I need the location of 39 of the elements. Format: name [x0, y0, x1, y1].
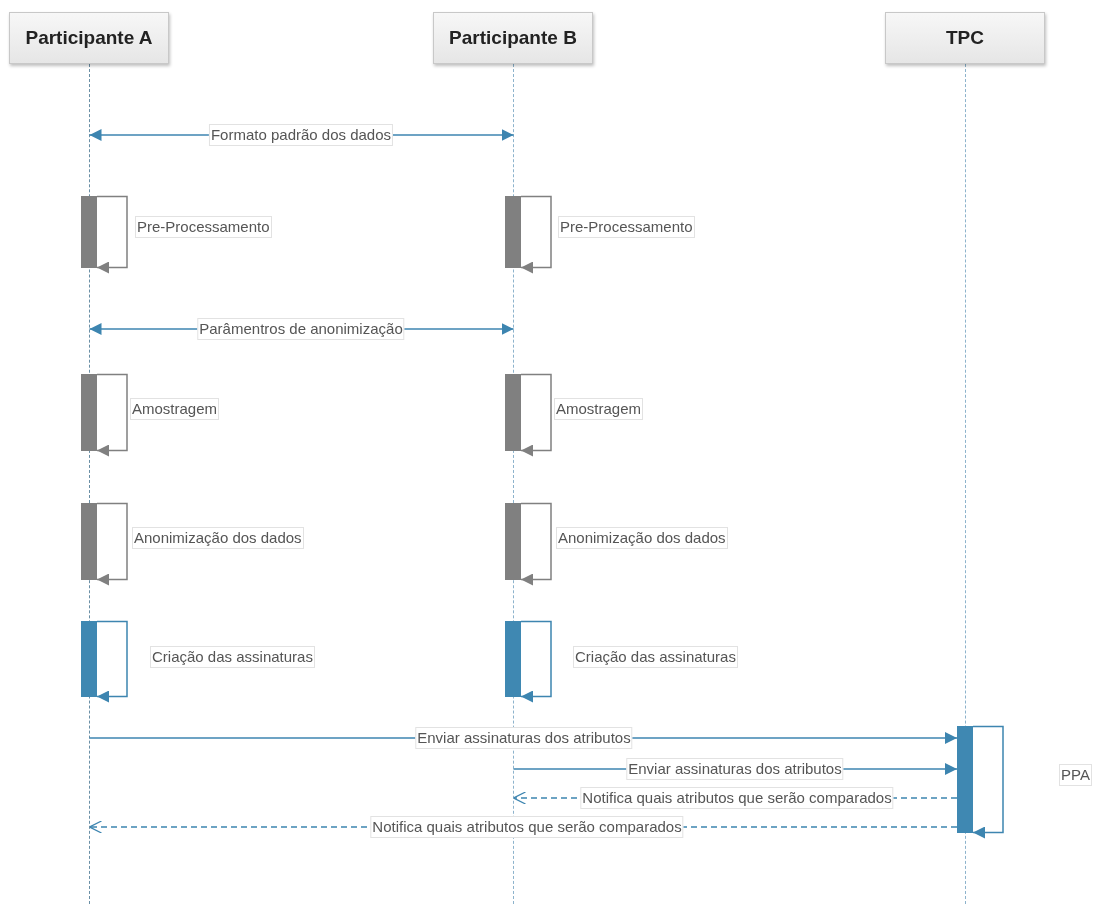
message-label: Criação das assinaturas	[573, 646, 738, 668]
participant-box	[885, 12, 1045, 64]
activation-bar	[81, 374, 97, 451]
message-label: Amostragem	[130, 398, 220, 420]
activation-bar	[81, 503, 97, 580]
participant-name: Participante B	[449, 27, 577, 49]
self-message-arrow	[520, 502, 552, 586]
participant-name: TPC	[946, 27, 984, 49]
message-label: Notifica quais atributos que serão comparados	[580, 787, 894, 809]
participant-name: Participante A	[25, 27, 153, 49]
message-label: Enviar assinaturas dos atributos	[415, 727, 633, 749]
message-label: Parâmentros de anonimização	[197, 318, 405, 340]
participant-box	[433, 12, 593, 64]
activation-bar	[505, 503, 521, 580]
message-label: Enviar assinaturas dos atributos	[626, 758, 844, 780]
self-message-arrow	[96, 195, 128, 274]
message-label: Criação das assinaturas	[150, 646, 315, 668]
message-label: Pre-Processamento	[558, 216, 695, 238]
self-message-arrow	[96, 502, 128, 586]
message-label: Anonimização dos dados	[556, 527, 728, 549]
self-message-arrow	[972, 725, 1004, 839]
self-message-arrow	[520, 620, 552, 703]
activation-bar	[81, 621, 97, 697]
activation-bar	[957, 726, 973, 833]
self-message-arrow	[96, 620, 128, 703]
message-label: Notifica quais atributos que serão comparados	[370, 816, 684, 838]
self-message-arrow	[520, 195, 552, 274]
message-label: Pre-Processamento	[135, 216, 272, 238]
self-message-arrow	[520, 373, 552, 457]
activation-bar	[505, 196, 521, 268]
message-label: Amostragem	[554, 398, 644, 420]
activation-bar	[505, 374, 521, 451]
message-label: Anonimização dos dados	[132, 527, 304, 549]
activation-bar	[81, 196, 97, 268]
participant-box	[9, 12, 169, 64]
message-label: Formato padrão dos dados	[208, 124, 394, 146]
activation-bar	[505, 621, 521, 697]
self-message-arrow	[96, 373, 128, 457]
message-label: PPA	[1059, 764, 1092, 786]
